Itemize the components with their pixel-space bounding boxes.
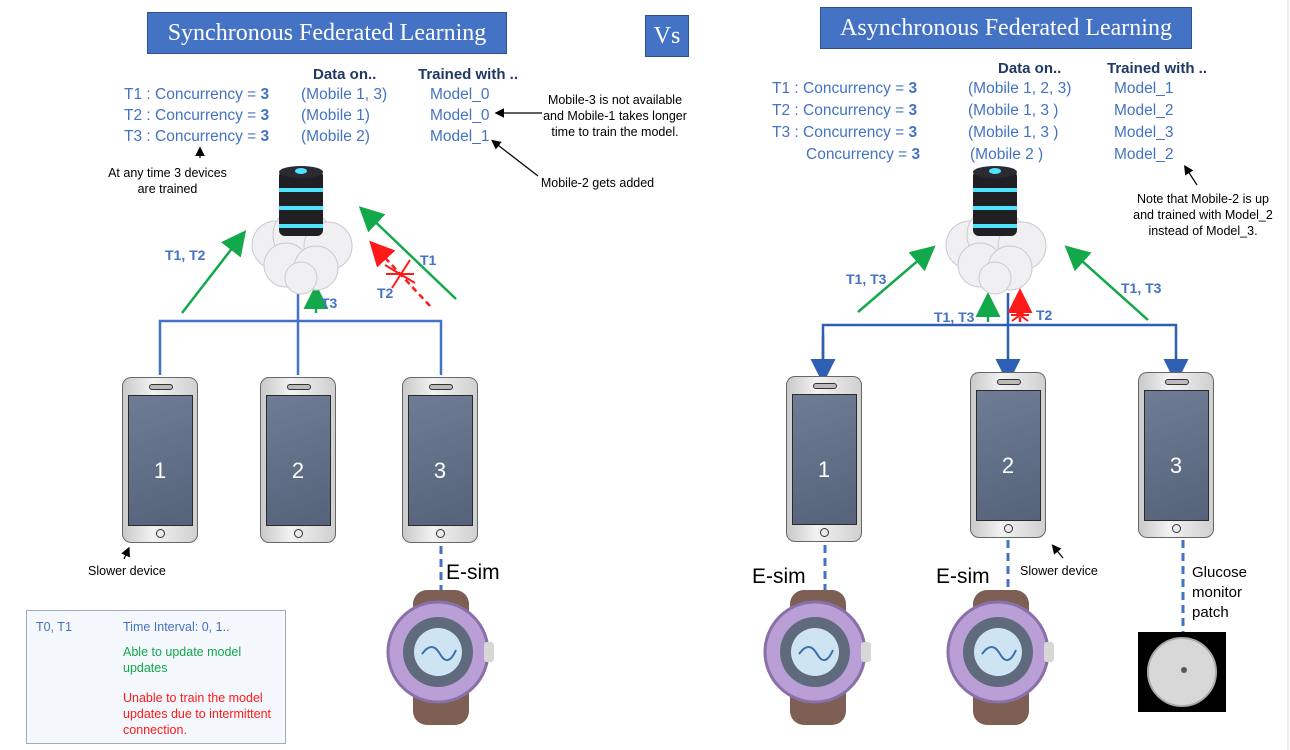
sync-data-cell: (Mobile 1, 3) bbox=[301, 86, 388, 103]
async-model-cell: Model_1 bbox=[1114, 80, 1174, 97]
sync-model-cell: Model_0 bbox=[430, 86, 490, 103]
async-config-row: T1 : Concurrency = 3 bbox=[772, 80, 918, 97]
sync-data-column: (Mobile 1, 3) (Mobile 1) (Mobile 2) bbox=[301, 84, 387, 147]
async-note: Note that Mobile-2 is up and trained wit… bbox=[1133, 192, 1273, 238]
sync-data-cell: (Mobile 2) bbox=[301, 128, 370, 145]
sync-model-cell: Model_1 bbox=[430, 128, 490, 145]
async-phone-2: 2 bbox=[970, 372, 1046, 538]
async-model-cell: Model_2 bbox=[1114, 102, 1174, 119]
async-esim-label-1: E-sim bbox=[752, 565, 806, 588]
async-config: T1 : Concurrency = 3 T2 : Concurrency = … bbox=[772, 78, 920, 166]
async-phone-3: 3 bbox=[1138, 372, 1214, 538]
sync-arrow-t1t2 bbox=[181, 230, 247, 314]
glucose-patch-icon bbox=[1138, 632, 1226, 712]
sync-phone-2: 2 bbox=[260, 377, 336, 543]
phone-number: 3 bbox=[433, 458, 447, 483]
phone-number: 2 bbox=[291, 458, 305, 483]
sync-network-bus bbox=[158, 293, 443, 375]
async-label-right: T1, T3 bbox=[1121, 280, 1162, 296]
sync-label-t2: T2 bbox=[377, 285, 394, 301]
phone-number: 2 bbox=[1001, 453, 1015, 478]
sync-config-row: T2 : Concurrency = 3 bbox=[124, 107, 270, 124]
async-model-column: Model_1 Model_2 Model_3 Model_2 bbox=[1114, 78, 1173, 166]
async-phone-1: 1 bbox=[786, 376, 862, 542]
async-data-column: (Mobile 1, 2, 3) (Mobile 1, 3 ) (Mobile … bbox=[968, 78, 1071, 166]
sync-arrow-t2-failed bbox=[369, 240, 431, 307]
legend-t-label: T0, T1 bbox=[36, 620, 72, 634]
async-data-cell: (Mobile 2 ) bbox=[970, 146, 1044, 163]
sync-slower-label: Slower device bbox=[88, 564, 166, 578]
sync-label-t1: T1 bbox=[420, 252, 437, 268]
sync-esim-label: E-sim bbox=[446, 561, 500, 584]
sync-label-t1t2: T1, T2 bbox=[165, 247, 206, 263]
async-config-row: T3 : Concurrency = 3 bbox=[772, 124, 918, 141]
vs-label: Vs bbox=[645, 15, 689, 57]
sync-phone-1: 1 bbox=[122, 377, 198, 543]
sync-arrow-t1 bbox=[358, 206, 457, 300]
async-label-mid: T1, T3 bbox=[934, 309, 975, 325]
sync-model-column: Model_0 Model_0 Model_1 bbox=[430, 84, 489, 147]
async-arrow-right bbox=[1064, 245, 1149, 321]
legend-red-text: Unable to train the model updates due to… bbox=[123, 691, 272, 737]
sync-data-header: Data on.. bbox=[313, 66, 377, 83]
phone-number: 1 bbox=[817, 457, 831, 482]
sync-server-icon bbox=[251, 166, 353, 295]
sync-phone-3: 3 bbox=[402, 377, 478, 543]
async-fail-cross bbox=[1011, 308, 1029, 322]
legend-box bbox=[26, 610, 286, 744]
sync-data-cell: (Mobile 1) bbox=[301, 107, 370, 124]
smartwatch-icon bbox=[763, 590, 871, 725]
async-config-row: Concurrency = 3 bbox=[806, 146, 921, 163]
legend-interval: Time Interval: 0, 1.. bbox=[123, 620, 230, 634]
async-title: Asynchronous Federated Learning bbox=[820, 7, 1192, 49]
async-esim-label-2: E-sim bbox=[936, 565, 990, 588]
sync-fail-cross bbox=[384, 259, 416, 289]
glucose-label: Glucose monitor patch bbox=[1192, 564, 1248, 621]
sync-config-row: T3 : Concurrency = 3 bbox=[124, 128, 270, 145]
phone-number: 3 bbox=[1169, 453, 1183, 478]
async-label-t2: T2 bbox=[1036, 307, 1053, 323]
async-data-cell: (Mobile 1, 3 ) bbox=[968, 124, 1059, 141]
async-server-icon bbox=[945, 166, 1047, 295]
legend-green-text: Able to update model updates bbox=[123, 645, 242, 675]
sync-note-mobile3: Mobile-3 is not available and Mobile-1 t… bbox=[543, 93, 687, 139]
smartwatch-icon bbox=[946, 590, 1054, 725]
async-arrow-left bbox=[857, 245, 936, 313]
smartwatch-icon bbox=[386, 590, 494, 725]
async-data-header: Data on.. bbox=[998, 60, 1062, 77]
phone-number: 1 bbox=[153, 458, 167, 483]
sync-title: Synchronous Federated Learning bbox=[147, 12, 507, 54]
async-config-row: T2 : Concurrency = 3 bbox=[772, 102, 918, 119]
async-model-cell: Model_2 bbox=[1114, 146, 1174, 163]
async-trained-header: Trained with .. bbox=[1107, 60, 1208, 77]
sync-config: T1 : Concurrency = 3 T2 : Concurrency = … bbox=[124, 84, 269, 147]
async-label-left: T1, T3 bbox=[846, 271, 887, 287]
sync-model-cell: Model_0 bbox=[430, 107, 490, 124]
async-model-cell: Model_3 bbox=[1114, 124, 1174, 141]
async-data-cell: (Mobile 1, 3 ) bbox=[968, 102, 1059, 119]
sync-note-mobile2: Mobile-2 gets added bbox=[540, 176, 655, 190]
sync-note-devices: At any time 3 devices are trained bbox=[108, 166, 227, 196]
async-data-cell: (Mobile 1, 2, 3) bbox=[968, 80, 1072, 97]
async-slower-label: Slower device bbox=[1020, 564, 1098, 578]
async-network-bus bbox=[810, 293, 1189, 384]
sync-label-t3: T3 bbox=[321, 295, 338, 311]
sync-trained-header: Trained with .. bbox=[418, 66, 519, 83]
sync-config-row: T1 : Concurrency = 3 bbox=[124, 86, 270, 103]
